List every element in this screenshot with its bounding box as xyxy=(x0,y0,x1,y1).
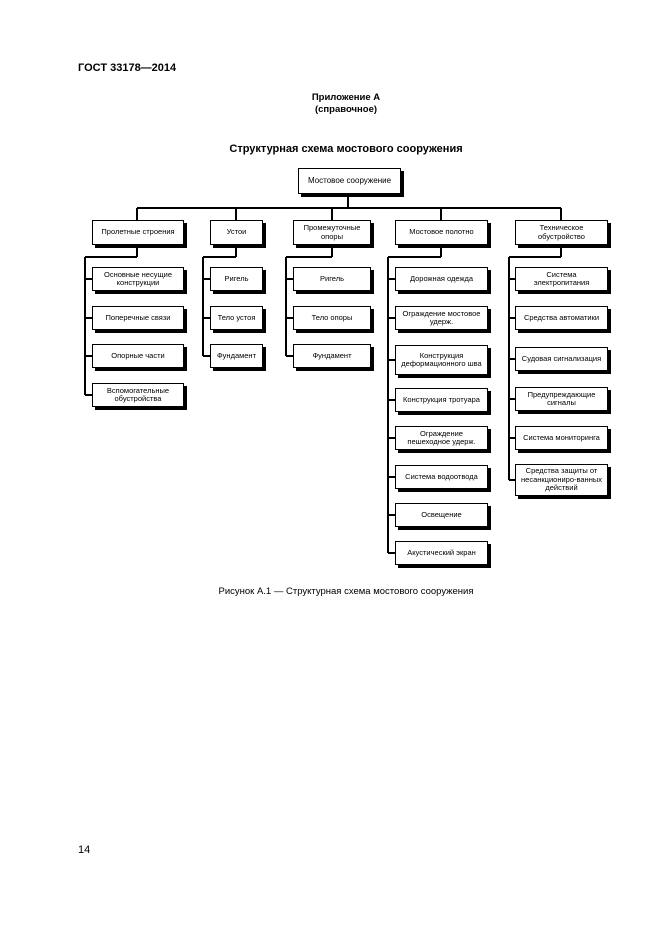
item-box: Ограждение пешеходное удерж. xyxy=(395,426,488,450)
item-box: Основные несущие конструкции xyxy=(92,267,184,291)
item-box: Тело опоры xyxy=(293,306,371,330)
item-box: Вспомогательные обустройства xyxy=(92,383,184,407)
group-box-deck: Мостовое полотно xyxy=(395,220,488,245)
item-box: Освещение xyxy=(395,503,488,527)
annex-note: (справочное) xyxy=(314,104,378,115)
annex-title: Приложение А xyxy=(311,92,381,103)
item-box: Фундамент xyxy=(293,344,371,368)
item-box: Ригель xyxy=(210,267,263,291)
item-box: Средства защиты от несанкциониро-ванных … xyxy=(515,464,608,496)
standard-number: ГОСТ 33178—2014 xyxy=(78,62,177,74)
item-box: Конструкция деформационного шва xyxy=(395,345,488,375)
root-box: Мостовое сооружение xyxy=(298,168,401,194)
diagram-title: Структурная схема мостового сооружения xyxy=(229,143,463,155)
group-box-equipment: Техническое обустройство xyxy=(515,220,608,245)
figure-caption: Рисунок А.1 — Структурная схема мостовог… xyxy=(218,586,474,597)
item-box: Предупреждающие сигналы xyxy=(515,387,608,411)
page-number: 14 xyxy=(78,844,91,856)
group-box-abutments: Устои xyxy=(210,220,263,245)
item-box: Средства автоматики xyxy=(515,306,608,330)
item-box: Опорные части xyxy=(92,344,184,368)
item-box: Ригель xyxy=(293,267,371,291)
group-box-piers: Промежуточные опоры xyxy=(293,220,371,245)
item-box: Конструкция тротуара xyxy=(395,388,488,412)
group-box-spans: Пролетные строения xyxy=(92,220,184,245)
item-box: Тело устоя xyxy=(210,306,263,330)
item-box: Фундамент xyxy=(210,344,263,368)
item-box: Система водоотвода xyxy=(395,465,488,489)
item-box: Поперечные связи xyxy=(92,306,184,330)
item-box: Судовая сигнализация xyxy=(515,347,608,371)
item-box: Акустический экран xyxy=(395,541,488,565)
item-box: Система электропитания xyxy=(515,267,608,291)
item-box: Дорожная одежда xyxy=(395,267,488,291)
item-box: Ограждение мостовое удерж. xyxy=(395,306,488,330)
item-box: Система мониторинга xyxy=(515,426,608,450)
